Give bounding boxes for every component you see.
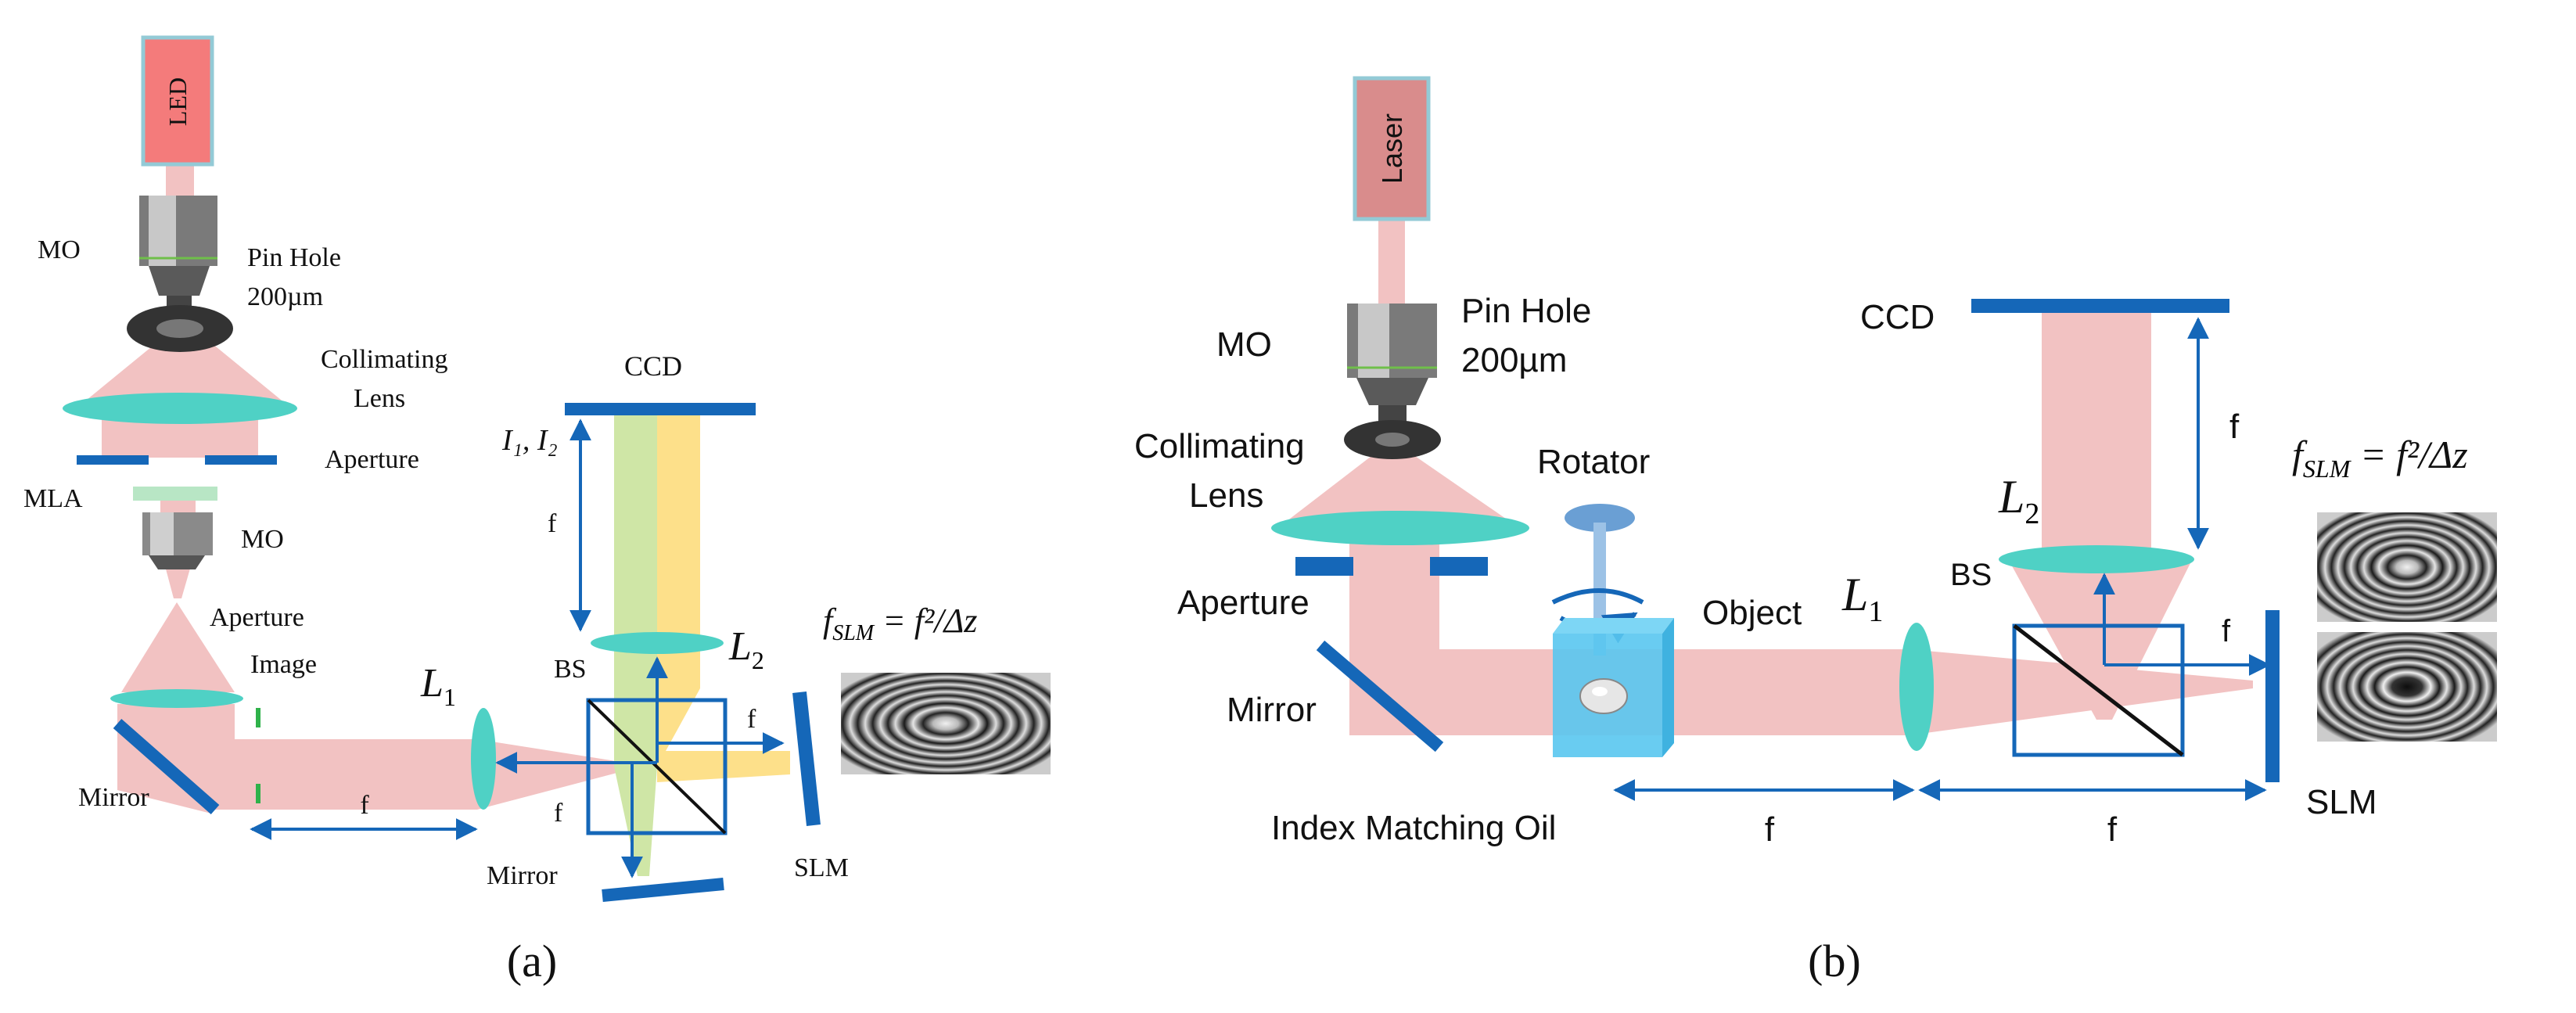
- collimating-label-a: Collimating: [321, 345, 447, 374]
- mla-label: MLA: [23, 484, 83, 513]
- slm-label-a: SLM: [794, 853, 849, 882]
- formula-b: fSLM = f²/Δz: [2292, 433, 2468, 483]
- aperture-image-label-1: Aperture: [210, 603, 304, 632]
- object-sample: [1579, 678, 1628, 714]
- pinhole-label-b: Pin Hole: [1461, 292, 1591, 330]
- fringe-pattern-dark-b: [2317, 632, 2497, 742]
- f-vertical-label-a: f: [548, 509, 557, 538]
- lens-label-a: Lens: [354, 384, 405, 413]
- beam-splitter-b: [2012, 623, 2185, 757]
- beam-diverge-a: [121, 602, 235, 692]
- pinhole-label-a: Pin Hole: [247, 243, 341, 272]
- object-label: Object: [1702, 594, 1802, 632]
- beam-horizontal-a: [211, 739, 477, 810]
- fringe-pattern-bright-b: [2317, 512, 2497, 622]
- laser-label: Laser: [1376, 113, 1408, 184]
- aperture-label-b: Aperture: [1177, 584, 1310, 622]
- collimating-label-b: Collimating: [1134, 427, 1305, 465]
- led-source: [141, 35, 214, 167]
- f-bs-label-b: f: [2222, 614, 2231, 648]
- aperture-image-label-2: Image: [250, 650, 317, 679]
- micro-lens-array: [133, 487, 217, 501]
- f-bottom-right-label-b: f: [2107, 810, 2118, 849]
- beam-yellow-a: [657, 415, 700, 767]
- beam-splitter-diagonal-a: [587, 699, 727, 835]
- f-vertical-label-b: f: [2229, 408, 2240, 446]
- fringe-pattern-a: [841, 673, 1051, 774]
- mo-top-label-a: MO: [38, 235, 81, 264]
- beam-collimating-b: [1283, 446, 1514, 524]
- beam-corner-b: [1349, 649, 1435, 735]
- l1-label-b: L1: [1841, 569, 1883, 628]
- index-oil-label: Index Matching Oil: [1271, 809, 1556, 847]
- relay-lens-a: [110, 689, 243, 708]
- aperture-label-a: Aperture: [325, 445, 419, 474]
- panel-b: Laser MO Pin Hole 200µm Collimating Lens…: [1134, 76, 2497, 986]
- mirror-bottom-a: [602, 878, 724, 902]
- rotator-label: Rotator: [1537, 443, 1650, 481]
- lens-l1-b: [1899, 623, 1934, 751]
- mirror-b: [1316, 640, 1444, 753]
- f-bottom-label-a: f: [360, 791, 369, 820]
- beam-to-bs-a: [477, 739, 626, 810]
- caption-b: (b): [1808, 936, 1861, 986]
- mirror-left-label-a: Mirror: [78, 783, 149, 812]
- ccd-a: [565, 403, 756, 415]
- microscope-objective-top-a: [139, 196, 217, 313]
- index-matching-oil-cube: [1553, 618, 1674, 757]
- panel-a: LED MO Pin Hole 200µm Collimating Lens A…: [23, 35, 1051, 986]
- f-bs-below-label-a: f: [554, 799, 563, 828]
- pinhole-center-a: [156, 319, 203, 338]
- intensities-label-a: I₁, I₂: [501, 424, 558, 457]
- aperture-right-a: [205, 455, 277, 465]
- pinhole-center-b: [1375, 433, 1410, 447]
- mirror-left-a: [113, 718, 220, 815]
- bs-label-a: BS: [554, 655, 587, 684]
- microscope-objective-bottom-a: [142, 512, 213, 569]
- f-bottom-left-label-b: f: [1765, 810, 1775, 849]
- aperture-left-a: [77, 455, 149, 465]
- l2-label-b: L2: [1998, 471, 2039, 530]
- pinhole-size-label-a: 200µm: [247, 282, 323, 311]
- lens-l2-a: [591, 632, 724, 654]
- beam-source-a: [166, 164, 194, 196]
- caption-a: (a): [507, 936, 557, 986]
- mirror-bottom-label-a: Mirror: [487, 861, 558, 890]
- collimating-lens-b: [1271, 511, 1529, 545]
- slm-label-b: SLM: [2306, 783, 2377, 821]
- led-label: LED: [163, 77, 192, 126]
- ccd-label-b: CCD: [1860, 298, 1935, 336]
- pinhole-size-label-b: 200µm: [1461, 341, 1567, 379]
- lens-l1-a: [471, 708, 496, 810]
- aperture-right-b: [1430, 557, 1488, 576]
- lens-l2-b: [1999, 545, 2194, 573]
- l1-label-a: L1: [420, 661, 456, 711]
- ccd-b: [1971, 299, 2229, 313]
- lens-label-b: Lens: [1189, 476, 1263, 515]
- mo-label-b: MO: [1216, 325, 1272, 364]
- microscope-objective-b: [1347, 304, 1437, 424]
- aperture-left-b: [1295, 557, 1353, 576]
- formula-a: fSLM = f²/Δz: [823, 602, 977, 645]
- mo-bottom-label-a: MO: [241, 525, 284, 554]
- beam-up-ccd-b: [2042, 313, 2151, 548]
- collimating-lens-a: [63, 393, 297, 424]
- beam-splitter-diagonal-b: [2013, 624, 2184, 756]
- beam-source-b: [1378, 217, 1405, 304]
- l2-label-a: L2: [728, 624, 764, 674]
- bs-label-b: BS: [1950, 558, 1992, 592]
- beam-focus-a: [164, 563, 192, 598]
- f-bs-right-label-a: f: [747, 705, 756, 734]
- beam-converge-b: [2010, 563, 2190, 720]
- laser-source: [1353, 76, 1431, 221]
- slm-a: [792, 691, 821, 826]
- beam-collimating-a: [78, 336, 289, 407]
- ccd-label-a: CCD: [624, 350, 682, 382]
- beam-collimated-b: [1349, 528, 1439, 649]
- mirror-label-b: Mirror: [1227, 691, 1317, 729]
- beam-to-focus-b: [1909, 649, 2253, 735]
